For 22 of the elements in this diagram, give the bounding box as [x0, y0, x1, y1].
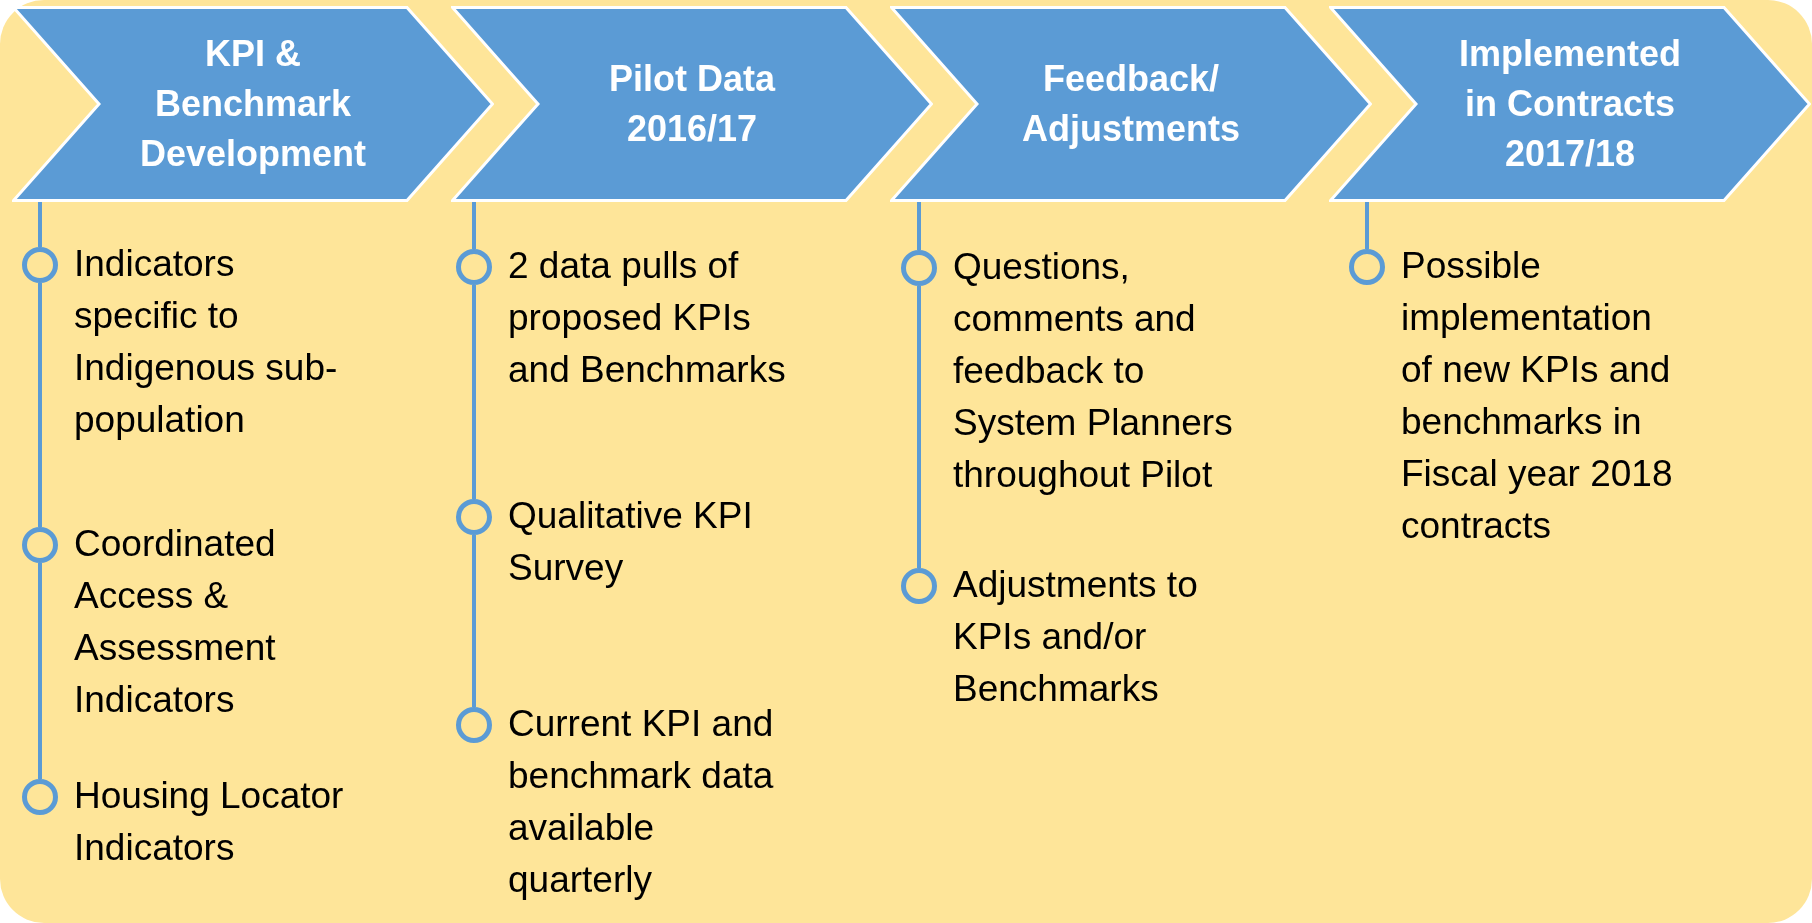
timeline-line	[38, 202, 42, 247]
bullet-text: 2 data pulls of proposed KPIs and Benchmarks	[508, 244, 787, 392]
bullet-text: Current KPI and benchmark data available quarterly	[508, 702, 775, 902]
timeline-line	[472, 202, 476, 249]
bullet-text: Adjustments to KPIs and/or Benchmarks	[953, 563, 1199, 711]
bullet-text: Indicators specific to Indigenous sub-population	[74, 242, 339, 442]
stage-title: Implemented in Contracts 2017/18	[1457, 32, 1682, 176]
timeline-line	[917, 286, 921, 568]
timeline-line	[472, 535, 476, 707]
stage-title: Feedback/ Adjustments	[1021, 57, 1241, 151]
bullet-text: Housing Locator Indicators	[74, 774, 345, 870]
stage-title: Pilot Data 2016/17	[608, 57, 777, 151]
timeline-line	[1365, 202, 1369, 249]
timeline-line	[38, 283, 42, 527]
timeline-line	[472, 285, 476, 499]
bullet-text: Possible implementation of new KPIs and benchmarks in Fiscal year 2018 contracts	[1401, 244, 1674, 548]
stage-title: KPI & Benchmark Development	[138, 32, 368, 176]
bullet-text: Coordinated Access & Assessment Indicators	[74, 522, 277, 722]
timeline-line	[917, 202, 921, 250]
timeline-line	[38, 563, 42, 779]
bullet-text: Qualitative KPI Survey	[508, 494, 754, 590]
bullet-text: Questions, comments and feedback to System Planners throughout Pilot	[953, 245, 1234, 497]
